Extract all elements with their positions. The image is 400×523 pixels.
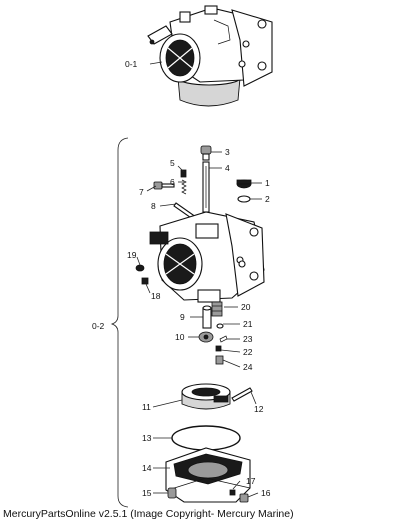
assembly-label-0-1: 0-1 bbox=[125, 59, 138, 69]
callout-8: 8 bbox=[151, 201, 156, 211]
part-valve-10 bbox=[198, 331, 214, 343]
part-screw-7 bbox=[153, 181, 175, 190]
callout-6: 6 bbox=[170, 177, 175, 187]
part-screw-18 bbox=[141, 277, 149, 285]
part-plug-16 bbox=[239, 493, 249, 503]
callout-12: 12 bbox=[254, 404, 264, 414]
callout-9: 9 bbox=[180, 312, 185, 322]
assembly-bracket bbox=[110, 137, 129, 508]
callout-3: 3 bbox=[225, 147, 230, 157]
callout-20: 20 bbox=[241, 302, 251, 312]
image-caption: MercuryPartsOnline v2.5.1 (Image Copyrig… bbox=[3, 508, 294, 520]
callout-5: 5 bbox=[170, 158, 175, 168]
part-float-11 bbox=[181, 383, 231, 410]
part-spring-6 bbox=[181, 179, 187, 195]
part-screw-15 bbox=[167, 487, 177, 499]
assembly-label-0-2: 0-2 bbox=[92, 321, 105, 331]
callout-22: 22 bbox=[243, 347, 253, 357]
carburetor-body bbox=[149, 211, 265, 303]
part-plug-1 bbox=[236, 179, 252, 189]
callout-15: 15 bbox=[142, 488, 152, 498]
callout-10: 10 bbox=[175, 332, 185, 342]
part-jet-20 bbox=[211, 301, 223, 317]
part-24 bbox=[215, 355, 224, 365]
leader-lines bbox=[136, 151, 262, 498]
callout-7: 7 bbox=[139, 187, 144, 197]
part-float-bowl-14 bbox=[165, 447, 251, 503]
part-washer-2 bbox=[237, 195, 251, 203]
callout-13: 13 bbox=[142, 433, 152, 443]
callout-11: 11 bbox=[142, 402, 151, 412]
callout-18: 18 bbox=[151, 291, 161, 301]
part-17 bbox=[229, 489, 236, 496]
leader-line bbox=[149, 61, 163, 65]
carburetor-assembly-0-1 bbox=[147, 5, 273, 107]
part-nut-19 bbox=[135, 264, 145, 272]
callout-1: 1 bbox=[265, 178, 270, 188]
callout-24: 24 bbox=[243, 362, 253, 372]
part-tube-9 bbox=[202, 305, 212, 329]
callout-21: 21 bbox=[243, 319, 253, 329]
callout-2: 2 bbox=[265, 194, 270, 204]
part-22 bbox=[215, 345, 222, 352]
callout-19: 19 bbox=[127, 250, 137, 260]
callout-16: 16 bbox=[261, 488, 271, 498]
part-23 bbox=[219, 335, 228, 343]
part-gasket-13 bbox=[171, 425, 241, 451]
callout-4: 4 bbox=[225, 163, 230, 173]
part-pin-12 bbox=[231, 387, 253, 402]
part-screw-3 bbox=[200, 145, 212, 161]
callout-17: 17 bbox=[246, 476, 256, 486]
callout-23: 23 bbox=[243, 334, 253, 344]
callout-14: 14 bbox=[142, 463, 152, 473]
part-rod-4 bbox=[202, 161, 210, 213]
part-pin-5 bbox=[180, 169, 187, 178]
part-ring-21 bbox=[216, 323, 224, 329]
